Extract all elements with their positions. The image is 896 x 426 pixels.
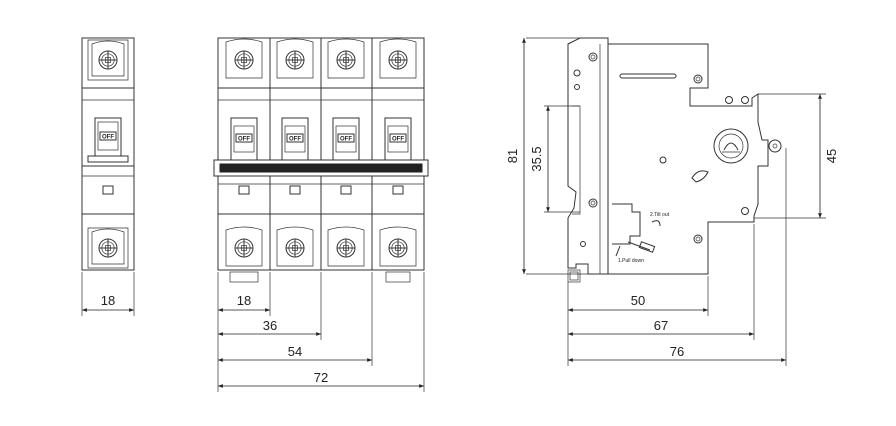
- dim-4p-54: 54: [288, 344, 302, 359]
- pole-4: OFF: [379, 38, 417, 283]
- pole1-off-text: OFF: [238, 137, 250, 143]
- dim-4p-72: 72: [314, 370, 328, 385]
- pole3-off-text: OFF: [340, 137, 352, 143]
- front-view-4p: OFF OFF OFF: [213, 37, 429, 392]
- release-lever: [691, 170, 709, 183]
- handle-tie-bar: [219, 163, 423, 173]
- side-outline: [567, 37, 769, 275]
- pole2-bottom-screw-icon: [285, 238, 305, 258]
- dim-4p-36: 36: [263, 318, 277, 333]
- dim-4p-18: 18: [237, 293, 251, 308]
- top-slot: [619, 73, 677, 79]
- top-screw-icon: [98, 50, 118, 70]
- dim-side-35-5: 35.5: [529, 146, 544, 171]
- pole3-top-screw-icon: [336, 50, 356, 70]
- side-view: 2.Tilt out 1.Pull down 81 35.5 45 50 67 …: [505, 37, 839, 366]
- pole4-bottom-screw-icon: [388, 238, 408, 258]
- dim-side-76: 76: [670, 344, 684, 359]
- dim-side-50: 50: [631, 293, 645, 308]
- dim-side-45: 45: [824, 149, 839, 163]
- off-label-box: [99, 131, 117, 141]
- pole3-bottom-screw-icon: [336, 238, 356, 258]
- pole2-top-screw-icon: [285, 50, 305, 70]
- pole1-bottom-screw-icon: [234, 238, 254, 258]
- status-window: [102, 185, 114, 195]
- dim-side-67: 67: [654, 318, 668, 333]
- pull-down-text: 1.Pull down: [618, 258, 644, 264]
- clip: [612, 203, 641, 245]
- bottom-screw-icon: [98, 238, 118, 258]
- pole-2: OFF: [276, 38, 314, 267]
- off-text: OFF: [102, 135, 114, 141]
- pole4-top-screw-icon: [388, 50, 408, 70]
- pole1-top-screw-icon: [234, 50, 254, 70]
- dim-side-81: 81: [505, 149, 520, 163]
- pole-3: OFF: [327, 38, 365, 267]
- knob: [713, 128, 749, 164]
- front-view-1p: OFF 18: [81, 37, 135, 316]
- trip-out-text: 2.Tilt out: [650, 212, 670, 218]
- dim-1p-width: 18: [101, 293, 115, 308]
- 1p-body: [81, 37, 135, 271]
- pole-1: OFF: [225, 38, 263, 267]
- pole4-off-text: OFF: [392, 137, 404, 143]
- pole2-off-text: OFF: [289, 137, 301, 143]
